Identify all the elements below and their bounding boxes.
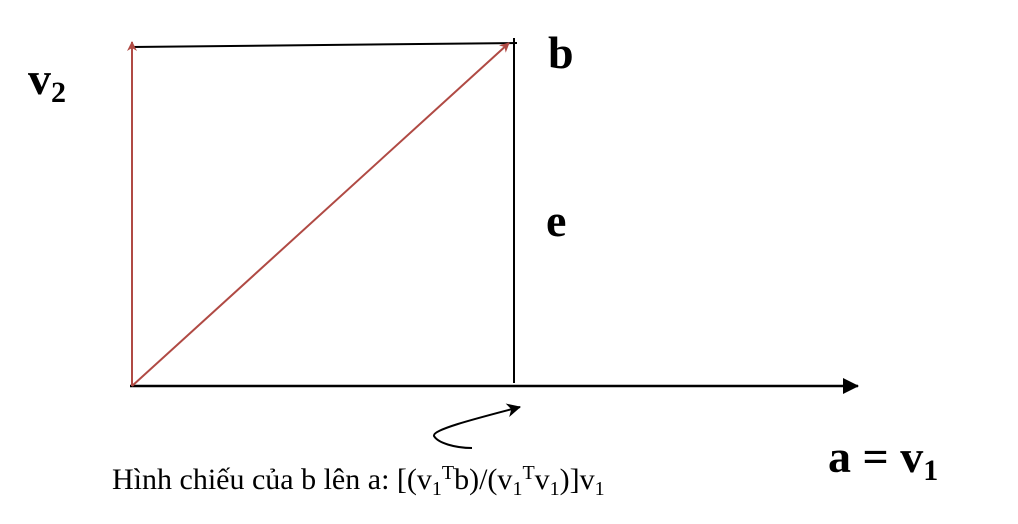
projection-caption: Hình chiếu của b lên a: [(v1Tb)/(v1Tv1)]… (112, 462, 605, 500)
label-b: b (548, 27, 574, 78)
top-line (131, 42, 518, 48)
label-e: e (546, 195, 567, 246)
label-a-eq-v1: a = v1 (828, 431, 939, 487)
curved-pointer-arrow (433, 403, 521, 449)
vector-b (131, 42, 510, 387)
label-v2: v2 (28, 53, 66, 109)
